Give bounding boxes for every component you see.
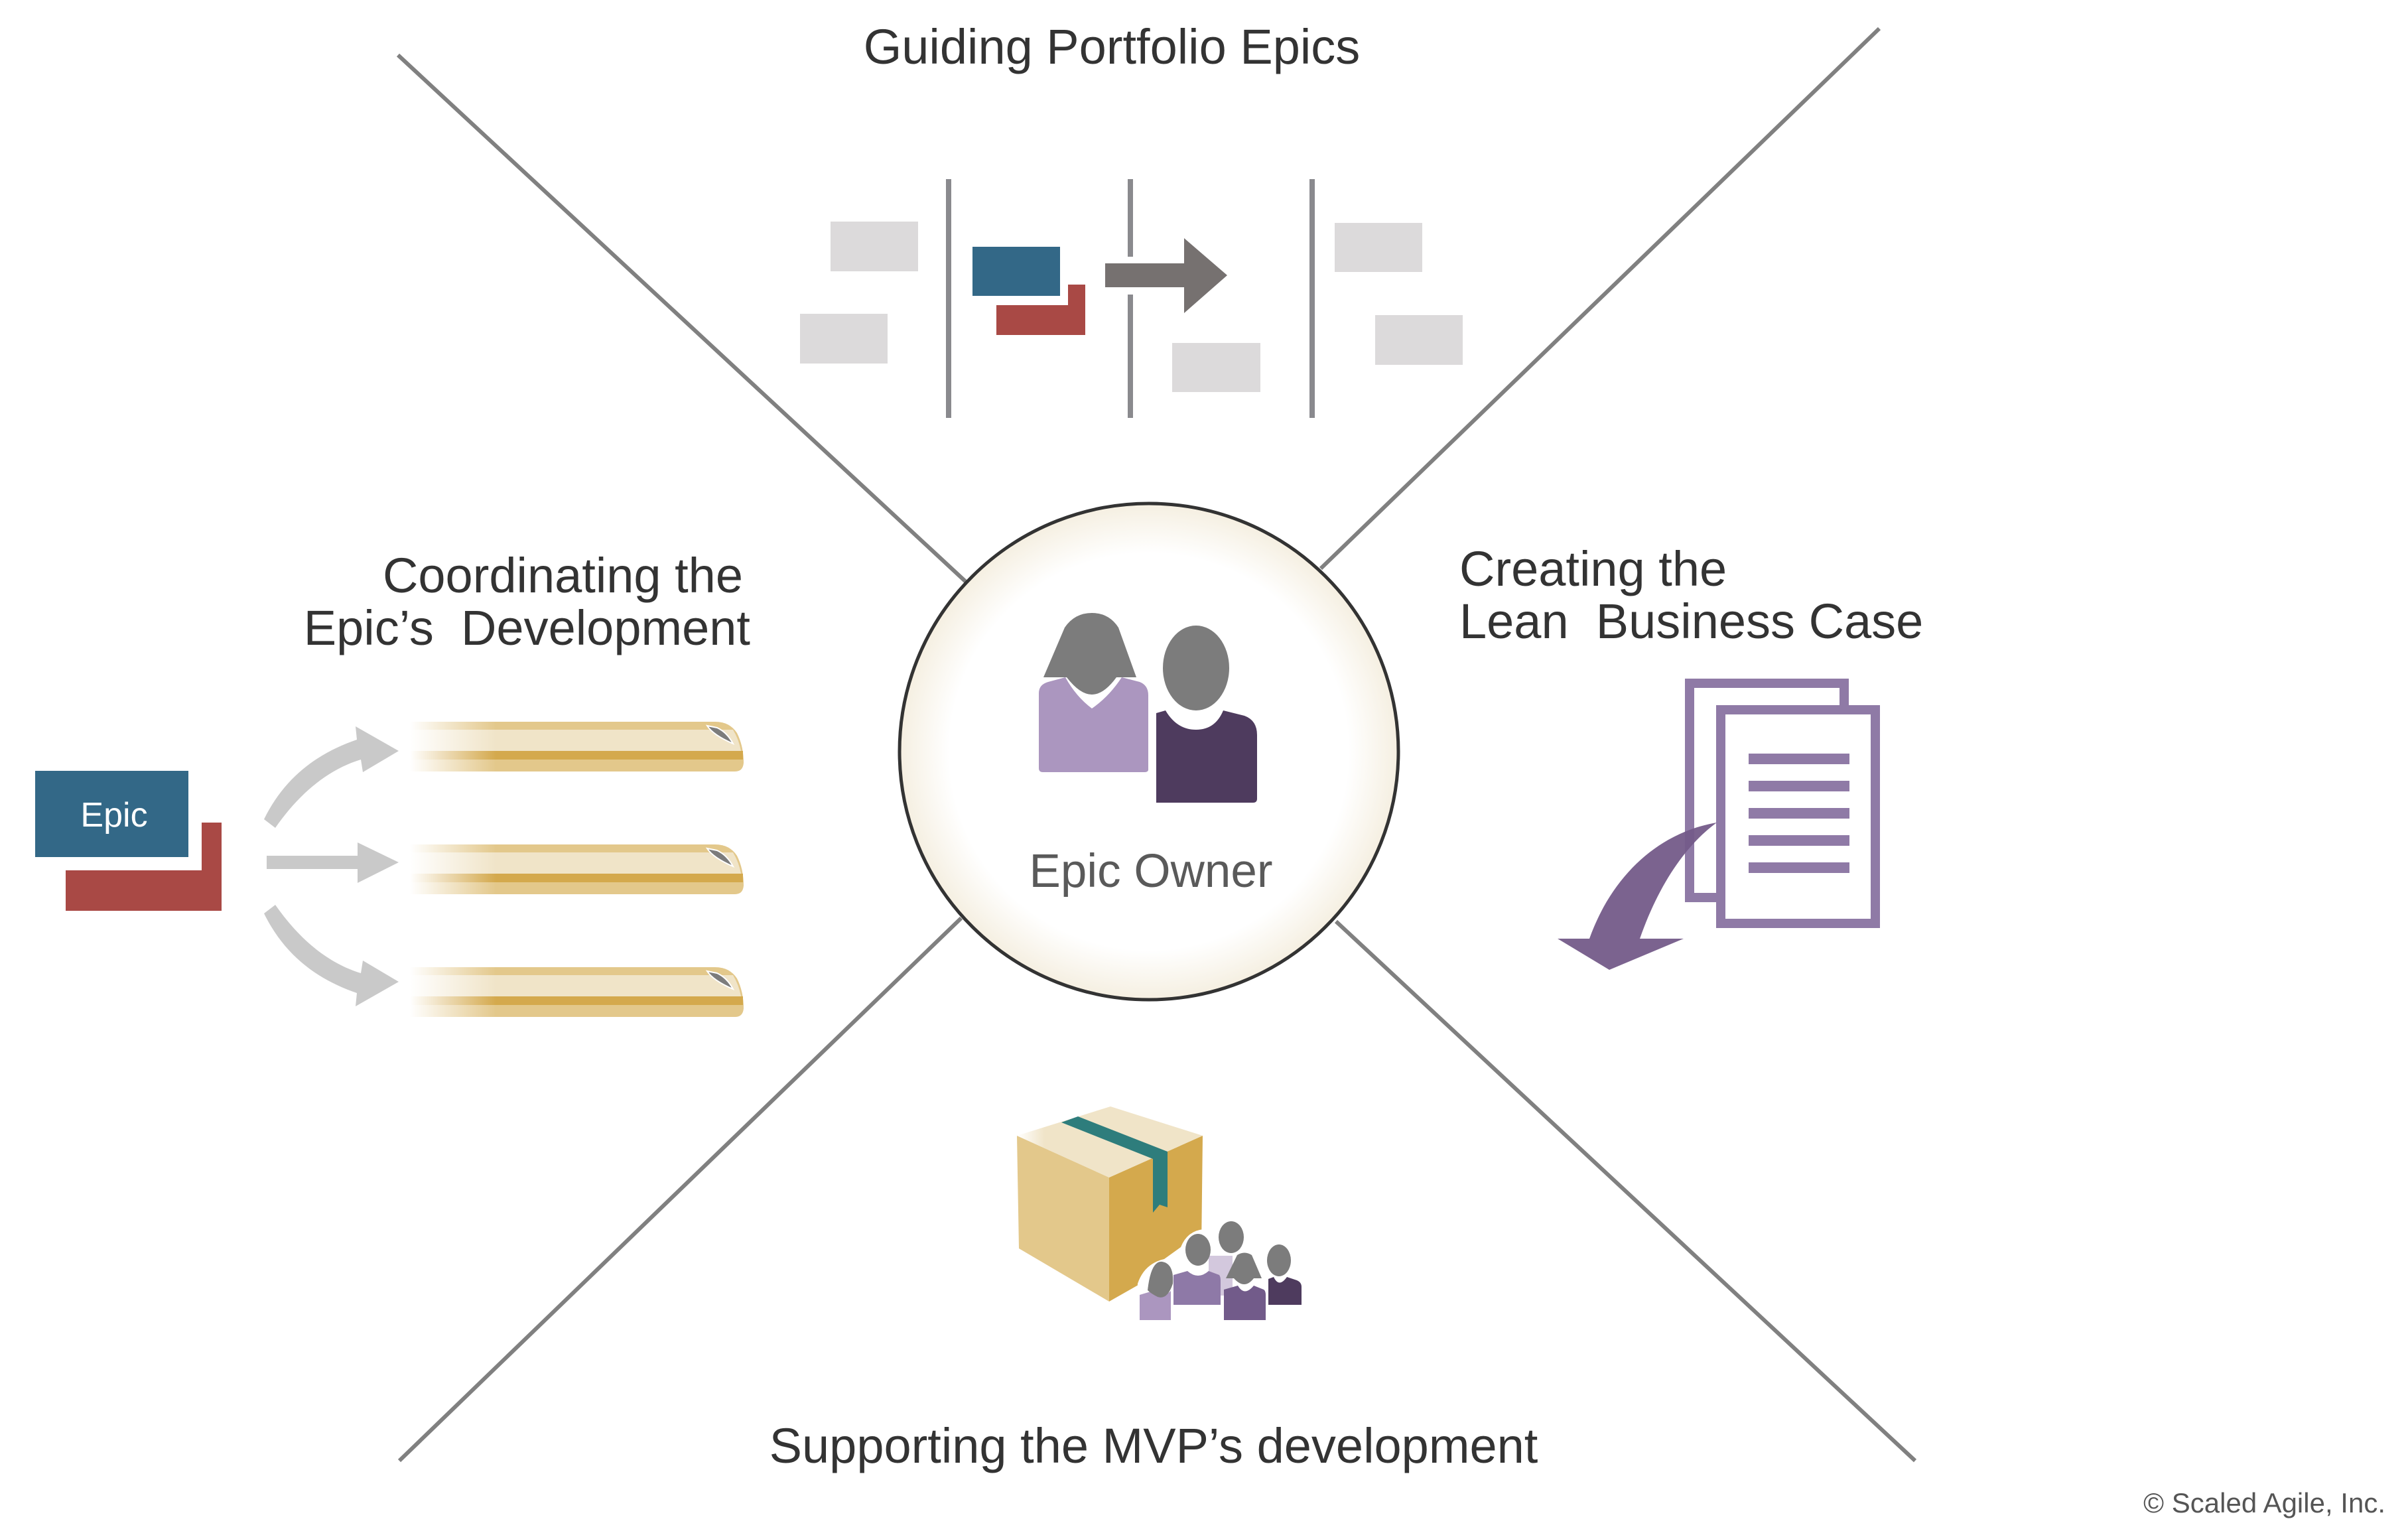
kanban-board-icon — [800, 179, 1463, 418]
train-1 — [410, 720, 744, 773]
epic-card-blue — [972, 247, 1060, 296]
person-body-light — [1039, 677, 1148, 772]
box-top-face — [1017, 1106, 1203, 1177]
team-person-body — [1173, 1271, 1221, 1305]
divider-top-left — [396, 53, 968, 584]
label-creating-line2: Lean Business Case — [1459, 594, 1923, 649]
card-gray — [831, 222, 918, 271]
flow-arrow-down — [264, 905, 399, 1006]
team-person-body — [1224, 1286, 1266, 1320]
flow-arrow-right — [267, 842, 399, 883]
copyright-text: © Scaled Agile, Inc. — [2143, 1487, 2385, 1518]
train-3 — [410, 966, 744, 1019]
team-person-hair — [1148, 1261, 1173, 1298]
epic-owner-label: Epic Owner — [1030, 845, 1273, 898]
document-text-line — [1749, 808, 1849, 819]
card-gray — [1375, 315, 1463, 365]
team-person-hair — [1226, 1252, 1262, 1284]
team-person-head — [1219, 1221, 1244, 1253]
document-text-line — [1749, 781, 1849, 791]
person-hair — [1043, 613, 1136, 695]
document-text-line — [1749, 754, 1849, 764]
curved-arrow-down-icon — [1558, 823, 1717, 970]
epic-owner-circle: Epic Owner — [898, 502, 1400, 1002]
label-coordinating-line2: Epic’s Development — [304, 600, 751, 655]
divider-bottom-right — [1334, 919, 1917, 1463]
card-gray — [1172, 343, 1260, 392]
document-text-line — [1749, 862, 1849, 873]
team-person-head — [1185, 1234, 1211, 1266]
epic-card-blue — [35, 771, 188, 857]
epic-card-red — [996, 285, 1085, 335]
train-2 — [410, 843, 744, 896]
epic-to-trains-icon: Epic — [35, 720, 744, 1019]
divider-bottom-left — [397, 916, 963, 1463]
two-people-icon — [1039, 613, 1257, 803]
card-gray — [1335, 223, 1422, 272]
flow-arrow-up — [264, 726, 399, 828]
label-guiding-portfolio-epics: Guiding Portfolio Epics — [864, 19, 1361, 74]
team-person-body — [1268, 1277, 1302, 1305]
divider-top-right — [1319, 27, 1881, 570]
document-text-line — [1749, 835, 1849, 846]
label-creating-line1: Creating the — [1459, 541, 1727, 596]
progress-arrow-icon — [1105, 238, 1227, 313]
person-head — [1163, 626, 1229, 710]
box-left-face — [1017, 1136, 1109, 1302]
label-supporting-mvp: Supporting the MVP’s development — [769, 1418, 1538, 1473]
card-gray — [800, 314, 888, 364]
person-body-dark — [1156, 710, 1257, 803]
epic-card-red — [66, 823, 222, 911]
epic-card-label: Epic — [80, 796, 147, 835]
team-person-body — [1140, 1291, 1171, 1320]
box-tape — [1061, 1116, 1168, 1213]
team-person-head — [1267, 1244, 1291, 1276]
documents-icon — [1558, 679, 1880, 970]
package-with-team-icon — [1017, 1106, 1305, 1323]
label-coordinating-line1: Coordinating the — [383, 548, 743, 603]
